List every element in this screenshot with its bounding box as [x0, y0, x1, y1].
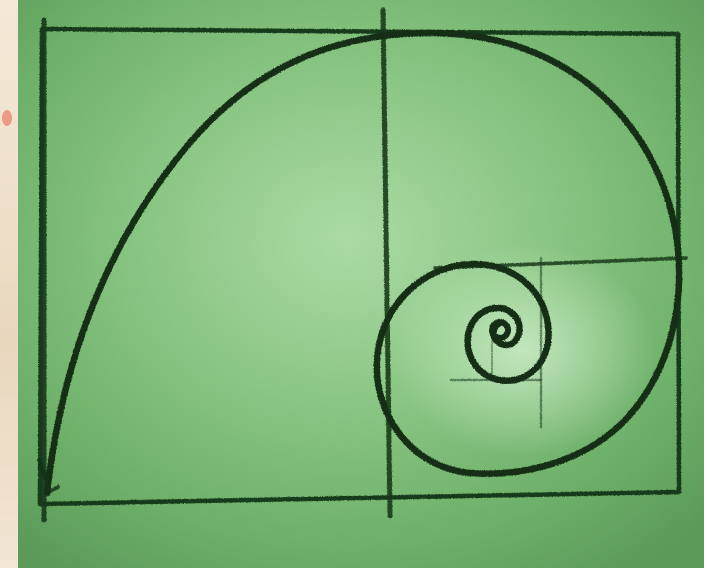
golden-spiral-svg [18, 0, 704, 568]
left-edge-strip [0, 0, 18, 568]
right-edge-strip [704, 0, 711, 568]
golden-spiral-drawing [18, 0, 704, 568]
spiral-glow [223, 130, 693, 510]
